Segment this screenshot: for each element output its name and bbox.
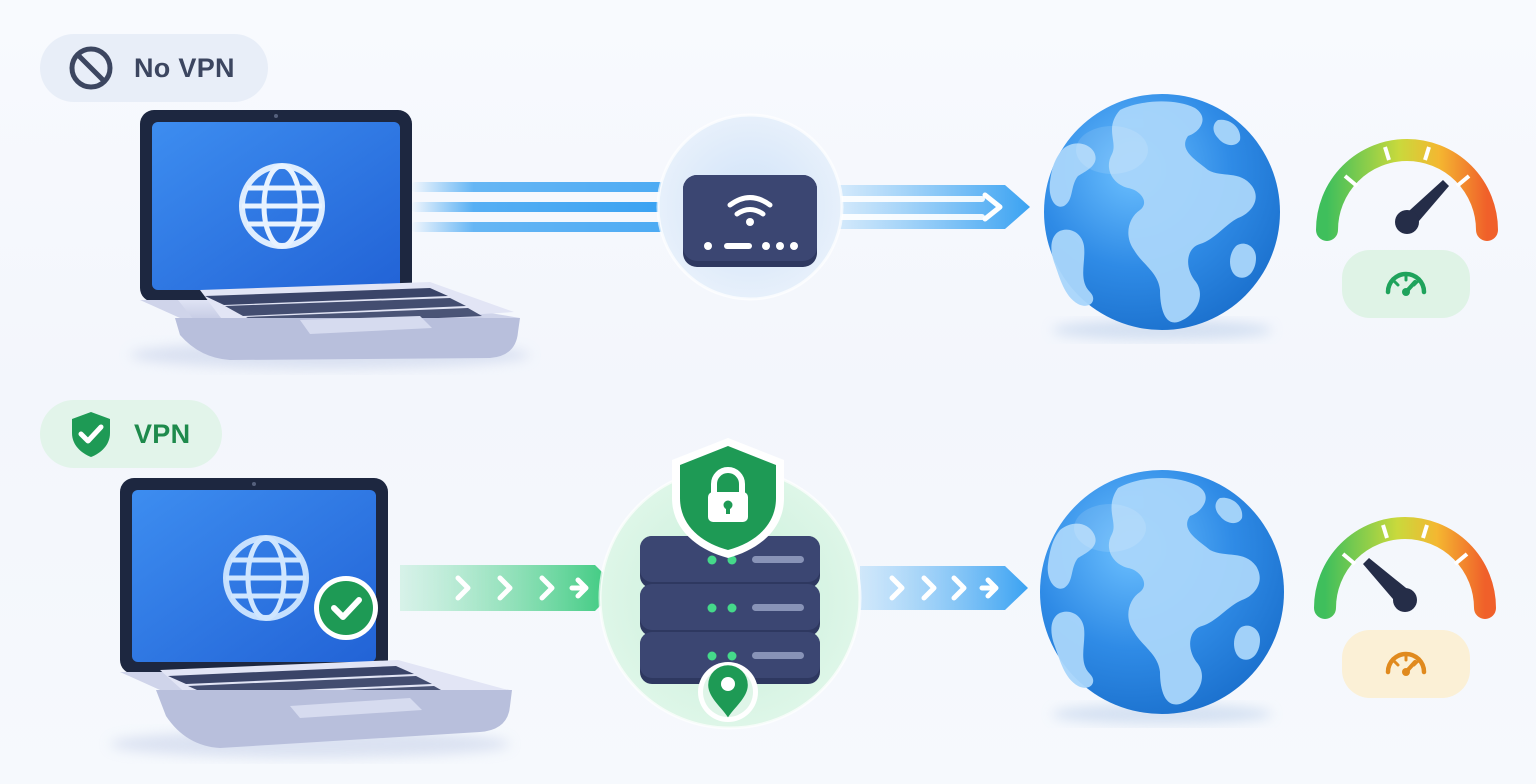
vpn-server-icon — [598, 466, 862, 730]
globe-icon — [1044, 94, 1280, 340]
server-unit — [640, 584, 820, 636]
location-pin-icon — [698, 662, 758, 722]
no-vpn-label: No VPN — [134, 52, 235, 83]
wifi-router-icon — [656, 113, 844, 301]
shield-lock-icon — [672, 438, 784, 558]
no-vpn-flow-to-globe — [835, 185, 1030, 229]
speed-badge — [1342, 630, 1470, 698]
no-vpn-flow-to-router — [410, 182, 665, 232]
speedometer-icon — [1316, 139, 1498, 241]
speedometer-icon — [1314, 517, 1496, 619]
globe-screen-icon — [223, 535, 309, 621]
laptop-icon — [110, 478, 512, 758]
vpn-flow-to-globe — [860, 566, 1028, 610]
speedometer-needle — [1363, 558, 1417, 612]
speedometer-needle — [1395, 180, 1449, 234]
laptop-icon — [130, 110, 530, 369]
server-unit — [640, 632, 820, 684]
speedometer-small-icon — [1385, 271, 1427, 296]
prohibited-icon — [69, 46, 113, 90]
no-vpn-row — [130, 94, 1498, 369]
vpn-badge: VPN — [40, 400, 222, 468]
vpn-row — [110, 438, 1496, 758]
vpn-label: VPN — [134, 418, 191, 449]
server-unit — [640, 536, 820, 588]
shield-check-icon — [72, 412, 110, 457]
no-vpn-badge: No VPN — [40, 34, 268, 102]
check-circle-icon — [314, 576, 378, 640]
speedometer-small-icon — [1385, 651, 1427, 676]
globe-icon — [1040, 470, 1284, 724]
speed-badge — [1342, 250, 1470, 318]
globe-screen-icon — [239, 163, 325, 249]
vpn-encrypted-tunnel — [400, 565, 618, 611]
